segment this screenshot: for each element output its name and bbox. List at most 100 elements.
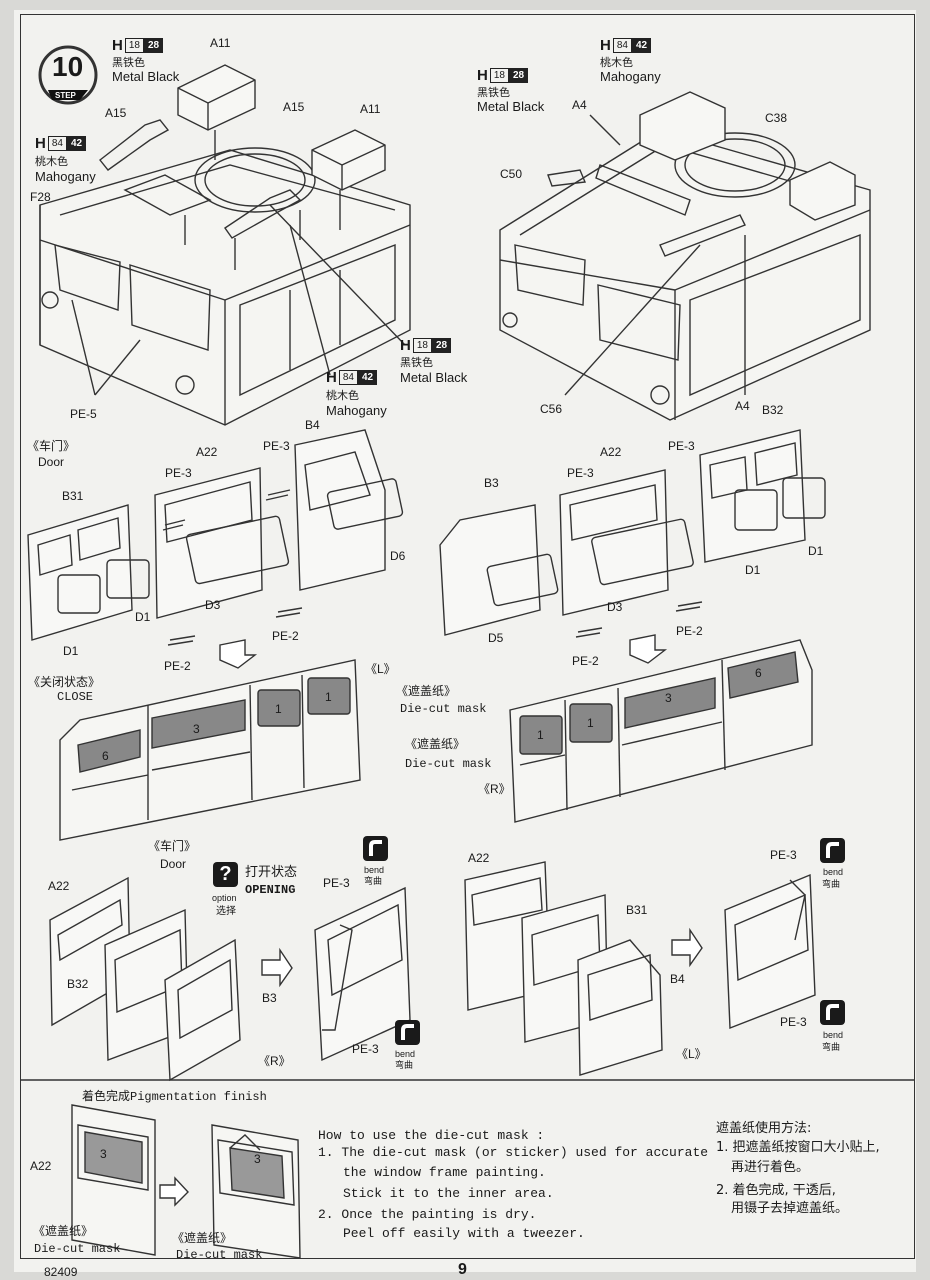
part-label: D3 <box>607 600 623 614</box>
mask-label-cn: 《遮盖纸》 <box>33 1224 94 1238</box>
paint-en: Mahogany <box>326 403 387 418</box>
bend-icon <box>820 838 845 863</box>
mask-number: 1 <box>587 716 594 730</box>
cab-right <box>499 91 871 421</box>
closed-left-panel <box>59 659 361 841</box>
part-label: B32 <box>67 977 89 991</box>
mask-number: 1 <box>275 702 282 716</box>
instructions-cn-line: 再进行着色。 <box>731 1160 810 1175</box>
left-door-exploded <box>27 429 404 646</box>
option-en: option <box>212 893 237 903</box>
instructions-en-line: 2. Once the painting is dry. <box>318 1207 537 1222</box>
right-door-exploded <box>439 429 826 638</box>
part-label: D1 <box>808 544 824 558</box>
part-label: C50 <box>500 167 523 181</box>
step-label: STEP <box>55 91 76 100</box>
mask-number: 1 <box>537 728 544 742</box>
part-label: D5 <box>488 631 504 645</box>
bend-icon <box>826 842 839 858</box>
option-question-icon: ? <box>213 862 238 887</box>
opening-left-exploded <box>49 876 411 1082</box>
part-label: D3 <box>205 598 221 612</box>
part-label: F28 <box>30 190 51 204</box>
mask-label-en: Die-cut mask <box>176 1248 263 1262</box>
instructions-en-line: Stick it to the inner area. <box>343 1186 554 1201</box>
part-label: A22 <box>48 879 70 893</box>
part-label: A11 <box>210 36 231 50</box>
mask-demo <box>71 1104 301 1259</box>
part-label: D1 <box>135 610 151 624</box>
bend-cn: 弯曲 <box>364 877 383 887</box>
bend-cn: 弯曲 <box>822 880 841 890</box>
bend-icon <box>363 836 388 861</box>
door-title-cn: 《车门》 <box>27 439 76 453</box>
part-label: A15 <box>105 106 127 120</box>
bend-en: bend <box>823 1030 844 1040</box>
paint-en: Metal Black <box>112 69 180 84</box>
bend-cn: 弯曲 <box>822 1043 841 1053</box>
step-badge-mark <box>48 90 88 100</box>
opening-right-exploded <box>464 861 816 1076</box>
mask-number: 6 <box>102 749 109 763</box>
part-label: A22 <box>600 445 622 459</box>
mask-number: 3 <box>193 722 200 736</box>
part-label: PE-2 <box>164 659 191 673</box>
step-number: 10 <box>52 51 84 82</box>
part-label: D1 <box>745 563 761 577</box>
paint-cn: 桃木色 <box>600 56 633 69</box>
bend-icon <box>826 1004 839 1020</box>
closed-right-panel <box>509 639 813 823</box>
part-label: B32 <box>762 403 784 417</box>
part-label: PE-5 <box>70 407 97 421</box>
instructions-cn-line: 2. 着色完成, 干透后, <box>716 1183 836 1198</box>
bend-icon <box>820 1000 845 1025</box>
part-label: B31 <box>626 903 648 917</box>
paint-en: Metal Black <box>400 370 468 385</box>
mask-number: 6 <box>755 666 762 680</box>
instructions-cn-title: 遮盖纸使用方法: <box>716 1121 812 1136</box>
cab-left <box>39 64 411 426</box>
instructions-en-line: the window frame painting. <box>343 1165 546 1180</box>
side-left-label: 《L》 <box>365 662 396 676</box>
page-frame <box>20 14 915 1259</box>
part-label: A22 <box>468 851 490 865</box>
door-title-en: Door <box>38 455 65 469</box>
part-label: PE-3 <box>165 466 192 480</box>
part-label: PE-2 <box>676 624 703 638</box>
part-label: B3 <box>484 476 499 490</box>
mask-label-en: Die-cut mask <box>405 757 492 771</box>
part-label: A11 <box>360 102 381 116</box>
part-label: PE-2 <box>572 654 599 668</box>
side-left-label: 《L》 <box>676 1047 707 1061</box>
option-cn: 选择 <box>216 906 236 917</box>
mask-number: 3 <box>665 691 672 705</box>
bend-icon <box>401 1024 414 1040</box>
paint-cn: 黑铁色 <box>400 356 433 369</box>
mask-number: 1 <box>325 690 332 704</box>
bend-en: bend <box>395 1049 416 1059</box>
side-right-label: 《R》 <box>258 1054 291 1068</box>
bend-en: bend <box>823 867 844 877</box>
product-code: 82409 <box>44 1265 78 1279</box>
mask-number: 3 <box>254 1152 261 1166</box>
paint-en: Metal Black <box>477 99 545 114</box>
part-label: C38 <box>765 111 788 125</box>
instructions-en-line: Peel off easily with a tweezer. <box>343 1226 585 1241</box>
opening-title-en: OPENING <box>245 883 296 897</box>
page-number: 9 <box>458 1261 467 1278</box>
part-label: B4 <box>305 418 320 432</box>
part-label: A22 <box>30 1159 52 1173</box>
close-title-en: CLOSE <box>57 690 94 704</box>
paint-cn: 桃木色 <box>326 389 359 402</box>
part-label: PE-3 <box>780 1015 807 1029</box>
door-title-en: Door <box>160 857 187 871</box>
part-label: PE-3 <box>567 466 594 480</box>
paint-en: Mahogany <box>35 169 96 184</box>
paint-cn: 黑铁色 <box>112 56 145 69</box>
part-label: D1 <box>63 644 79 658</box>
